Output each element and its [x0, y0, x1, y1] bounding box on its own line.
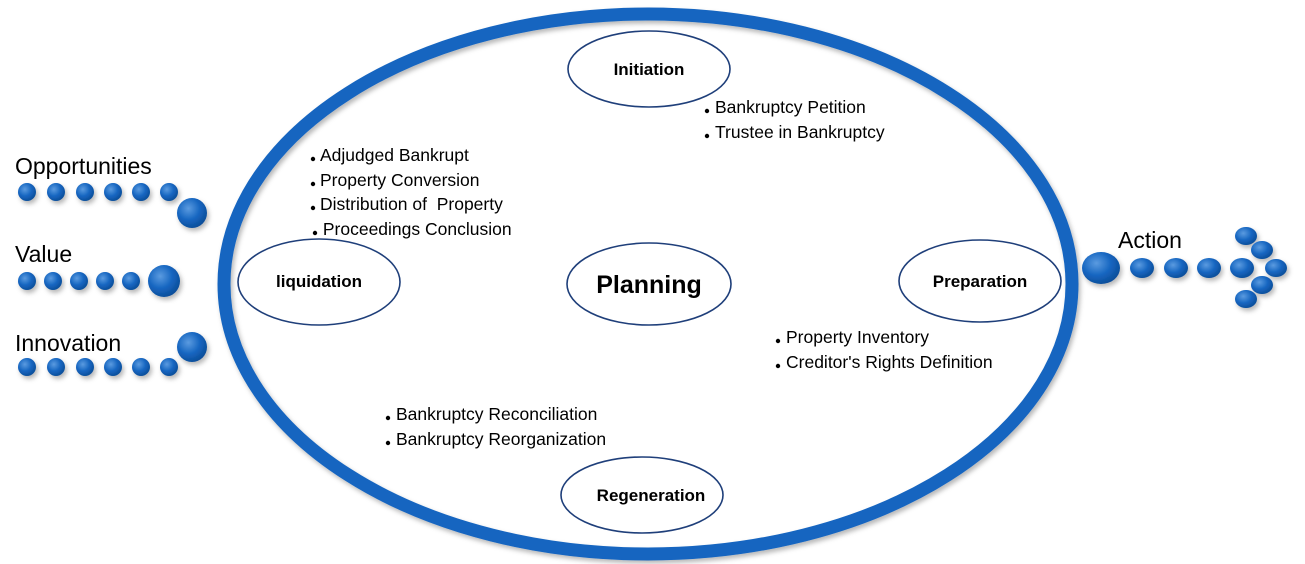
stage-node-preparation: Preparation — [898, 239, 1062, 323]
flow-dot — [76, 358, 94, 376]
flow-dot — [1197, 258, 1221, 278]
arrowhead-dot — [1265, 259, 1287, 277]
flow-dot — [96, 272, 114, 290]
arrowhead-dot — [1251, 276, 1273, 294]
flow-dot — [47, 183, 65, 201]
arrowhead-dot — [1235, 290, 1257, 308]
flow-dot — [47, 358, 65, 376]
stage-label-initiation: Initiation — [614, 60, 685, 79]
flow-dot — [76, 183, 94, 201]
bullet-dot — [775, 363, 781, 369]
input-opportunities: Opportunities — [15, 153, 207, 228]
stage-label-regeneration: Regeneration — [597, 486, 706, 505]
flow-dot — [122, 272, 140, 290]
flow-dot — [160, 358, 178, 376]
bullets-regeneration: Bankruptcy Reconciliation Bankruptcy Reo… — [385, 404, 606, 449]
bullets-preparation: Property Inventory Creditor's Rights Def… — [775, 327, 993, 372]
center-node-shape — [566, 242, 732, 326]
stage-label-preparation: Preparation — [933, 272, 1027, 291]
bullet-dot — [704, 108, 710, 114]
input-innovation: Innovation — [15, 330, 207, 376]
input-dots-value — [18, 265, 180, 297]
flow-dot — [160, 183, 178, 201]
stage-node-shape — [237, 238, 401, 326]
stage-node-liquidation: liquidation — [237, 238, 401, 326]
output-label-action: Action — [1118, 227, 1182, 253]
flow-dot — [104, 183, 122, 201]
bullets-initiation: Bankruptcy Petition Trustee in Bankruptc… — [704, 97, 885, 142]
stage-node-shape — [898, 239, 1062, 323]
flow-dot — [70, 272, 88, 290]
stage-node-shape — [567, 30, 731, 108]
bullet-text: Property Conversion — [320, 170, 480, 190]
stage-node-initiation: Initiation — [567, 30, 731, 108]
flow-dot — [1130, 258, 1154, 278]
center-label: Planning — [596, 271, 702, 299]
bullet-dot — [310, 181, 316, 187]
bullet-text: Trustee in Bankruptcy — [715, 122, 885, 142]
stage-label-liquidation: liquidation — [276, 272, 362, 291]
bullet-dot — [310, 156, 316, 162]
flow-dot-large — [148, 265, 180, 297]
bullet-dot — [310, 205, 316, 211]
flow-dot — [132, 183, 150, 201]
flow-dot — [104, 358, 122, 376]
bullet-text: Bankruptcy Reorganization — [396, 429, 606, 449]
arrowhead-dot — [1235, 227, 1257, 245]
bullet-text: Distribution of Property — [320, 194, 503, 214]
bullet-text: Proceedings Conclusion — [318, 219, 512, 239]
arrowhead-dot — [1251, 241, 1273, 259]
center-node-planning: Planning — [566, 242, 732, 326]
bullets-liquidation: Adjudged Bankrupt Property Conversion Di… — [310, 145, 512, 239]
bullet-dot — [312, 230, 318, 236]
input-dots-innovation — [18, 332, 207, 376]
flow-dot — [18, 183, 36, 201]
flow-dot — [18, 358, 36, 376]
output-arrow-dots — [1082, 227, 1287, 308]
bullet-text: Adjudged Bankrupt — [320, 145, 469, 165]
flow-dot-large — [1082, 252, 1120, 284]
flow-dot-large — [177, 198, 207, 228]
bullet-dot — [385, 415, 391, 421]
output-action: Action — [1082, 227, 1287, 308]
flow-dot-large — [177, 332, 207, 362]
input-label-opportunities: Opportunities — [15, 153, 152, 179]
bullet-text: Bankruptcy Reconciliation — [396, 404, 597, 424]
bullet-dot — [385, 440, 391, 446]
flow-dot — [1230, 258, 1254, 278]
flow-dot — [44, 272, 62, 290]
bullet-text: Bankruptcy Petition — [715, 97, 866, 117]
bullet-dot — [775, 338, 781, 344]
input-label-innovation: Innovation — [15, 330, 121, 356]
process-ring — [217, 7, 1079, 561]
flow-dot — [1164, 258, 1188, 278]
bullet-text: Creditor's Rights Definition — [786, 352, 993, 372]
flow-dot — [132, 358, 150, 376]
input-dots-opportunities — [18, 183, 207, 228]
bullet-dot — [704, 133, 710, 139]
stage-node-shape — [560, 456, 724, 534]
stage-node-regeneration: Regeneration — [560, 456, 724, 534]
bullet-text: Property Inventory — [786, 327, 929, 347]
input-label-value: Value — [15, 241, 72, 267]
flow-dot — [18, 272, 36, 290]
input-value: Value — [15, 241, 180, 297]
